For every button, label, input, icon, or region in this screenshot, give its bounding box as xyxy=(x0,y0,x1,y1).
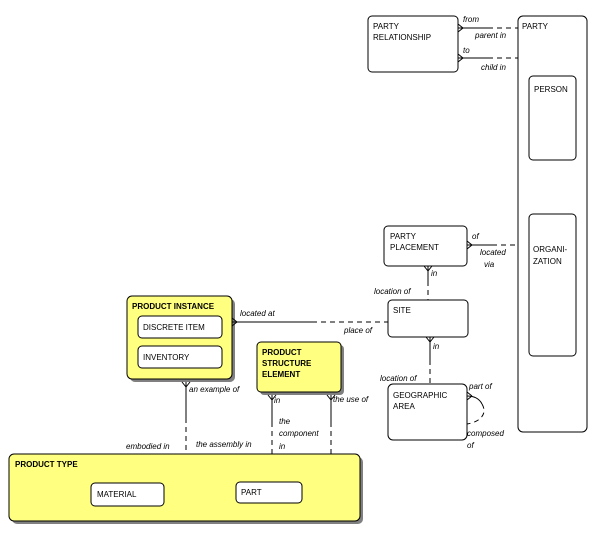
organization-entity[interactable]: ORGANI- ZATION xyxy=(528,213,577,357)
the-component-in-label-1: the xyxy=(279,417,291,426)
part-of-label: part of xyxy=(468,382,492,391)
party-label: PARTY xyxy=(522,22,549,31)
an-example-of-label: an example of xyxy=(189,385,240,394)
place-of-label: place of xyxy=(343,326,373,335)
party-placement-label-2: PLACEMENT xyxy=(390,243,439,252)
party-relationship-label-2: RELATIONSHIP xyxy=(373,33,431,42)
organization-label-1: ORGANI- xyxy=(533,245,568,254)
rel-geo-recursive: part of composed of xyxy=(466,382,504,450)
rel-to-child-in: to child in xyxy=(457,46,518,72)
rel-placement-site: in location of xyxy=(374,265,438,300)
pse-label-3: ELEMENT xyxy=(262,370,300,379)
inventory-entity[interactable]: INVENTORY xyxy=(137,345,223,369)
organization-label-2: ZATION xyxy=(533,257,562,266)
located-at-label: located at xyxy=(240,309,275,318)
rel-instance-type: an example of embodied in xyxy=(126,381,240,454)
located-via-label-1: located xyxy=(480,248,506,257)
material-entity[interactable]: MATERIAL xyxy=(90,482,165,507)
product-instance-entity[interactable]: PRODUCT INSTANCE xyxy=(126,295,235,382)
rel-placement-party: of located via xyxy=(466,232,518,269)
location-of-geo-label: location of xyxy=(380,374,417,383)
embodied-in-label: embodied in xyxy=(126,442,170,451)
geographic-area-entity[interactable]: GEOGRAPHIC AREA xyxy=(387,383,468,441)
geographic-area-label-1: GEOGRAPHIC xyxy=(393,391,447,400)
discrete-item-label: DISCRETE ITEM xyxy=(143,323,205,332)
party-placement-label-1: PARTY xyxy=(390,232,417,241)
part-label: PART xyxy=(241,488,262,497)
person-label: PERSON xyxy=(534,85,568,94)
the-component-in-label-2: component xyxy=(279,429,319,438)
the-assembly-in-label: the assembly in xyxy=(196,440,252,449)
product-type-label: PRODUCT TYPE xyxy=(15,460,78,469)
the-component-in-label-3: in xyxy=(279,442,286,451)
site-entity[interactable]: SITE xyxy=(387,299,469,338)
location-of-site-label: location of xyxy=(374,287,411,296)
parent-in-label: parent in xyxy=(474,31,507,40)
from-label: from xyxy=(463,15,479,24)
rel-pse-type-component: in the component in xyxy=(267,394,319,454)
in-site-label: in xyxy=(433,342,440,351)
located-via-label-2: via xyxy=(484,260,495,269)
rel-site-geo: in location of xyxy=(380,336,440,384)
rel-instance-site: located at place of xyxy=(231,309,388,335)
composed-of-label-1: composed xyxy=(467,429,504,438)
site-label: SITE xyxy=(393,306,411,315)
geographic-area-label-2: AREA xyxy=(393,402,415,411)
part-entity[interactable]: PART xyxy=(235,481,303,504)
pse-label-2: STRUCTURE xyxy=(262,359,312,368)
to-label: to xyxy=(463,46,470,55)
child-in-label: child in xyxy=(481,63,506,72)
party-relationship-entity[interactable]: PARTY RELATIONSHIP xyxy=(367,15,459,73)
party-relationship-label-1: PARTY xyxy=(373,22,400,31)
product-instance-label: PRODUCT INSTANCE xyxy=(132,302,215,311)
composed-of-label-2: of xyxy=(467,441,474,450)
of-label: of xyxy=(472,232,479,241)
in-pse-label: in xyxy=(274,396,281,405)
the-use-of-label: the use of xyxy=(333,395,369,404)
product-type-entity[interactable]: PRODUCT TYPE xyxy=(8,453,363,524)
party-placement-entity[interactable]: PARTY PLACEMENT xyxy=(383,225,468,267)
pse-label-1: PRODUCT xyxy=(262,348,302,357)
inventory-label: INVENTORY xyxy=(143,353,190,362)
rel-from-parent-in: from parent in xyxy=(457,15,518,40)
material-label: MATERIAL xyxy=(97,490,137,499)
product-structure-element-entity[interactable]: PRODUCT STRUCTURE ELEMENT xyxy=(256,341,344,395)
rel-pse-type-assembly: the use of the assembly in xyxy=(196,394,369,454)
in-placement-label: in xyxy=(431,269,438,278)
person-entity[interactable]: PERSON xyxy=(528,75,577,161)
discrete-item-entity[interactable]: DISCRETE ITEM xyxy=(137,315,223,339)
